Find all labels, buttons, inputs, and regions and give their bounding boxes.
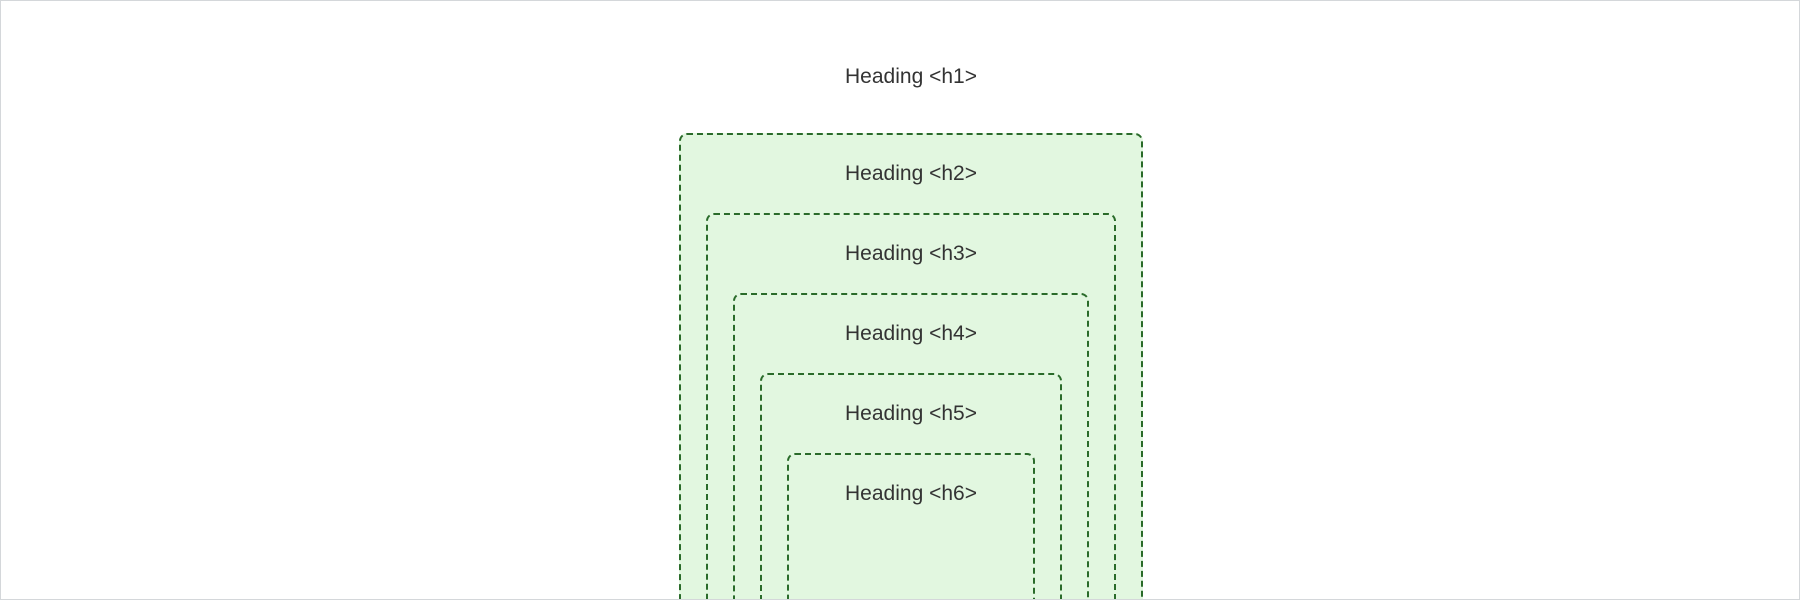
heading-nesting-stack: Heading <h1> Heading <h2> Heading <h3> H… xyxy=(679,57,1143,599)
heading-h4-row: Heading <h4> xyxy=(735,295,1087,373)
heading-h3-box: Heading <h3> Heading <h4> Heading <h5> H… xyxy=(706,213,1116,599)
heading-h6-label: Heading <h6> xyxy=(845,481,977,505)
heading-h6-tail xyxy=(789,533,1033,599)
heading-h4-label: Heading <h4> xyxy=(845,321,977,345)
heading-h3-label: Heading <h3> xyxy=(845,241,977,265)
heading-h3-row: Heading <h3> xyxy=(708,215,1114,293)
heading-h6-row: Heading <h6> xyxy=(789,455,1033,533)
heading-h4-box: Heading <h4> Heading <h5> Heading <h6> xyxy=(733,293,1089,599)
heading-h2-box: Heading <h2> Heading <h3> Heading <h4> H… xyxy=(679,133,1143,599)
heading-h5-box: Heading <h5> Heading <h6> xyxy=(760,373,1062,599)
heading-h5-row: Heading <h5> xyxy=(762,375,1060,453)
heading-h6-box: Heading <h6> xyxy=(787,453,1035,599)
heading-h1-label: Heading <h1> xyxy=(845,64,977,88)
heading-h5-label: Heading <h5> xyxy=(845,401,977,425)
heading-h1-row: Heading <h1> xyxy=(679,57,1143,97)
heading-h2-row: Heading <h2> xyxy=(681,135,1141,213)
heading-h2-label: Heading <h2> xyxy=(845,161,977,185)
